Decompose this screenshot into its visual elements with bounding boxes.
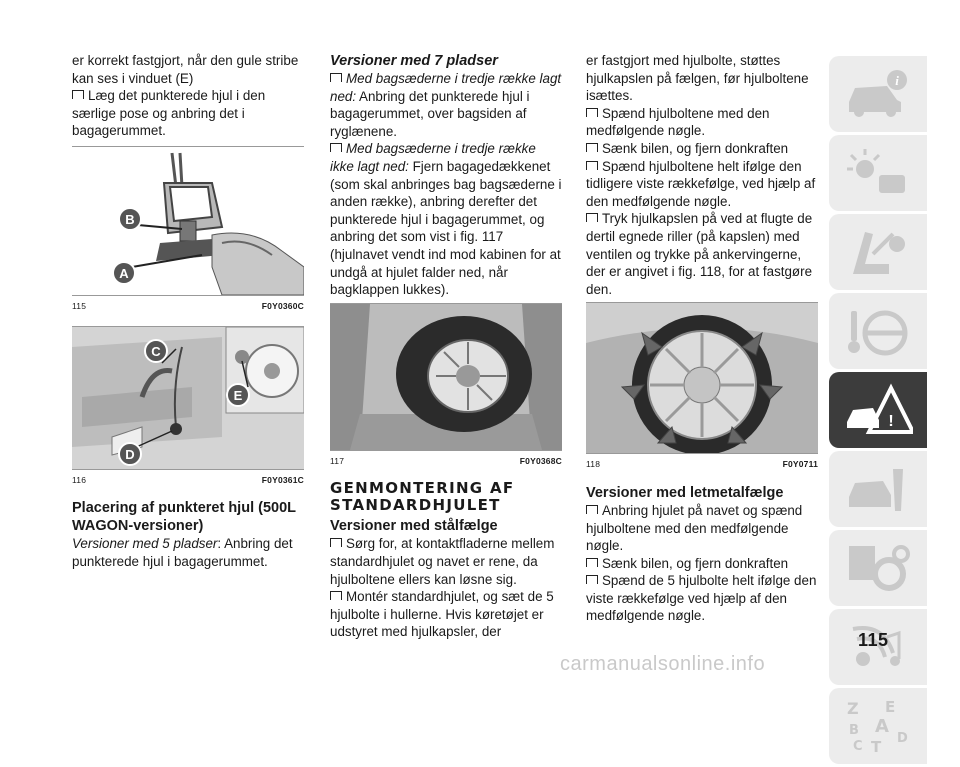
index-letter: B <box>849 723 859 738</box>
tab-dashboard-lights[interactable] <box>829 135 927 211</box>
service-wrench-icon <box>849 469 903 511</box>
tab-maintenance[interactable] <box>829 451 927 527</box>
figure-number: 117 <box>330 455 345 466</box>
callout-c: C <box>151 344 161 359</box>
figure-118 <box>586 302 818 456</box>
figure-number: 118 <box>586 459 601 470</box>
section-heading: Versioner med 7 pladser <box>330 53 498 69</box>
tab-starting-driving[interactable] <box>829 293 927 369</box>
bullet-item: Med bagsæderne i tredje række lagt ned: … <box>330 71 562 139</box>
bullet-item: Montér standardhjulet, og sæt de 5 hjulb… <box>330 588 562 641</box>
chapter-heading: GENMONTERING AF STANDARDHJULET <box>330 479 515 515</box>
trunk-illustration: C E D <box>72 326 305 469</box>
bullet-item: Tryk hjulkapslen på ved at flugte de der… <box>586 210 818 298</box>
callout-e: E <box>234 388 243 403</box>
dashboard-lights-icon <box>847 149 905 193</box>
index-letter: A <box>875 716 889 737</box>
tab-car-info[interactable]: i <box>829 56 927 132</box>
index-letter: C <box>853 739 863 754</box>
figure-number: 116 <box>72 474 87 485</box>
jack-illustration: B A <box>72 146 305 296</box>
figure-117 <box>330 302 562 451</box>
paragraph: Versioner med 5 pladser: Anbring det pun… <box>72 536 293 569</box>
index-letter: Z <box>847 699 859 718</box>
bullet-item: Spænd hjulboltene helt ifølge den tidlig… <box>586 158 818 211</box>
figure-caption: 115 F0Y0360C <box>72 298 304 316</box>
figure-115: B A <box>72 145 305 296</box>
tab-index[interactable]: Z E B A C T D <box>829 688 927 764</box>
index-letter: T <box>871 738 882 754</box>
figure-code: F0Y0361C <box>261 474 304 485</box>
spare-wheel-illustration <box>330 303 562 450</box>
tab-safety[interactable] <box>829 214 927 290</box>
bullet-item: Anbring hjulet på navet og spænd hjulbol… <box>586 502 818 555</box>
alphabet-index-icon: Z E B A C T D <box>847 698 908 754</box>
tab-technical-data[interactable] <box>829 530 927 606</box>
bullet-item: Spænd hjulboltene med den medfølgende nø… <box>586 105 818 140</box>
figure-number: 115 <box>72 300 87 311</box>
media-music-icon <box>852 626 901 666</box>
car-info-icon: i <box>849 70 907 117</box>
section-heading: Placering af punkteret hjul (500L WAGON-… <box>72 500 296 535</box>
paragraph: er korrekt fastgjort, når den gule strib… <box>72 53 299 86</box>
figure-code: F0Y0711 <box>782 459 818 470</box>
column-2: Versioner med 7 pladser Med bagsæderne i… <box>330 52 562 641</box>
callout-d: D <box>125 447 134 462</box>
bullet-item: Sørg for, at kontaktfladerne mellem stan… <box>330 535 562 588</box>
bullet-item: Spænd de 5 hjulbolte helt ifølge den vis… <box>586 573 817 624</box>
settings-gears-icon <box>849 545 910 591</box>
chapter-tabs: i ! <box>829 56 927 767</box>
paragraph: er fastgjort med hjulbolte, støttes hjul… <box>586 53 809 104</box>
tab-multimedia[interactable] <box>829 609 927 685</box>
svg-text:!: ! <box>888 413 893 430</box>
callout-a: A <box>119 266 129 281</box>
bullet-item: Sænk bilen, og fjern donkraften <box>586 555 818 573</box>
callout-b: B <box>125 212 134 227</box>
seat-airbag-icon <box>853 232 905 274</box>
figure-caption: 118 F0Y0711 <box>586 456 818 474</box>
steering-key-icon <box>848 310 908 356</box>
column-3: er fastgjort med hjulbolte, støttes hjul… <box>586 52 818 625</box>
page-number: 115 <box>858 630 889 650</box>
figure-caption: 116 F0Y0361C <box>72 472 304 490</box>
section-heading: Versioner med stålfælge <box>330 518 498 535</box>
hubcap-illustration <box>586 303 818 456</box>
section-heading: Versioner med letmetalfælge <box>586 484 784 501</box>
tab-emergency[interactable]: ! <box>829 372 927 448</box>
watermark: carmanualsonline.info <box>560 653 766 675</box>
bullet-item: Læg det punkterede hjul i den særlige po… <box>72 87 304 140</box>
column-1: er korrekt fastgjort, når den gule strib… <box>72 52 305 570</box>
figure-code: F0Y0368C <box>519 455 562 466</box>
figure-caption: 117 F0Y0368C <box>330 453 562 471</box>
figure-code: F0Y0360C <box>261 300 304 311</box>
index-letter: D <box>897 731 908 746</box>
index-letter: E <box>885 698 895 716</box>
figure-116: C E D <box>72 325 305 470</box>
svg-text:i: i <box>895 73 899 88</box>
breakdown-triangle-icon: ! <box>847 383 913 434</box>
bullet-item: Med bagsæderne i tredje række ikke lagt … <box>330 141 562 298</box>
bullet-item: Sænk bilen, og fjern donkraften <box>586 140 818 158</box>
